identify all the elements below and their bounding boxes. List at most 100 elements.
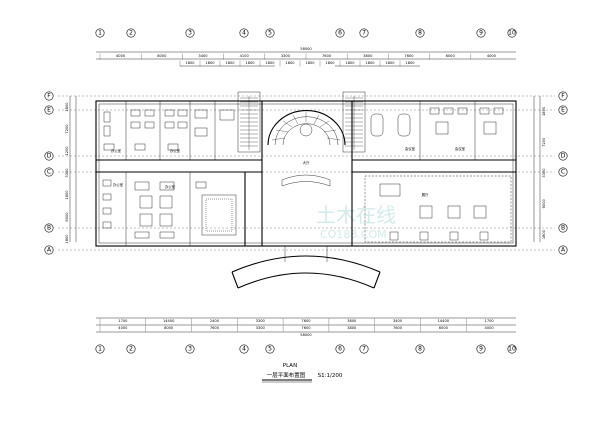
axis-right-label: A xyxy=(561,247,566,254)
axis-right-label: C xyxy=(561,169,565,176)
axis-bottom-4: 4 xyxy=(239,344,249,354)
axis-right-C: C xyxy=(558,167,568,177)
dim-right-3: 6000 xyxy=(542,199,546,209)
dim-left-3: 3300 xyxy=(65,168,69,178)
axis-right-label: F xyxy=(561,93,565,100)
axis-bottom-label: 9 xyxy=(479,346,483,353)
dim-top1-0: 4000 xyxy=(116,54,126,58)
axis-bottom-label: 6 xyxy=(338,346,342,353)
axis-top-9: 9 xyxy=(476,28,486,38)
dim-bot1-4: 7600 xyxy=(301,319,311,323)
dim-bot1-0: 1700 xyxy=(118,319,128,323)
watermark-sub: CO188.COM xyxy=(320,228,387,241)
dim-bot2-0: 4000 xyxy=(118,326,128,330)
axis-top-label: 7 xyxy=(362,30,366,37)
room-label-office-1: 办公室 xyxy=(111,148,122,153)
dim-top2-3: 1800 xyxy=(245,61,255,65)
dim-bot2-7: 6000 xyxy=(439,326,449,330)
dim-top1-1: 8000 xyxy=(157,54,167,58)
room-label-office-4: 办公室 xyxy=(165,184,176,189)
axis-top-3: 3 xyxy=(185,28,195,38)
axis-bottom-6: 6 xyxy=(335,344,345,354)
axis-top-7: 7 xyxy=(359,28,369,38)
dim-top1-2: 3400 xyxy=(198,54,208,58)
dim-right-1: 7200 xyxy=(542,137,546,147)
dim-right-4: 1800 xyxy=(542,229,546,239)
axis-bottom-label: 5 xyxy=(268,346,272,353)
dim-bot2-4: 7600 xyxy=(301,326,311,330)
watermark-main: 土木在线 xyxy=(316,203,396,227)
dim-top2-11: 1800 xyxy=(405,61,415,65)
axis-left-label: B xyxy=(47,225,51,232)
axis-bottom-2: 2 xyxy=(126,344,136,354)
title-plan: PLAN xyxy=(283,363,297,369)
dim-bot1-7: 14400 xyxy=(438,319,450,323)
dim-top1-3: 4100 xyxy=(240,54,250,58)
room-label-office-3: 办公室 xyxy=(113,182,124,187)
axis-bottom-7: 7 xyxy=(359,344,369,354)
axis-top-label: 2 xyxy=(129,30,133,37)
axis-bubbles-right: FE D C B A xyxy=(558,91,568,255)
dim-top1-4: 3300 xyxy=(281,54,291,58)
axis-left-label: C xyxy=(47,169,51,176)
room-label-meeting-2: 会议室 xyxy=(455,146,466,151)
bottom-dimensions: 58000 xyxy=(96,317,516,337)
room-label-meeting-1: 会议室 xyxy=(405,146,416,151)
axis-bottom-label: 4 xyxy=(242,346,246,353)
drawing-title: PLAN 一层平面布置图 S1:1/200 xyxy=(262,363,343,383)
axis-right-label: E xyxy=(561,107,565,114)
axis-right-label: B xyxy=(561,225,565,232)
dim-right-0: 1800 xyxy=(542,106,546,116)
dim-top1-6: 3800 xyxy=(363,54,373,58)
axis-top-5: 5 xyxy=(265,28,275,38)
dim-bot1-8: 1700 xyxy=(485,319,495,323)
dim-bot1-3: 3300 xyxy=(256,319,266,323)
axis-right-A: A xyxy=(558,245,568,255)
axis-left-A: A xyxy=(44,245,54,255)
title-scale: S1:1/200 xyxy=(318,373,343,379)
axis-bottom-label: 7 xyxy=(362,346,366,353)
dim-top2-10: 1800 xyxy=(385,61,395,65)
room-label-office-2: 办公室 xyxy=(170,148,181,153)
axis-left-C: C xyxy=(44,167,54,177)
axis-top-label: 6 xyxy=(338,30,342,37)
room-label-exhibit: 展厅 xyxy=(422,192,429,197)
dim-top1-5: 7600 xyxy=(322,54,332,58)
axis-left-D: D xyxy=(44,151,54,161)
dim-top2-0: 1800 xyxy=(185,61,195,65)
dim-left-6: 1800 xyxy=(65,234,69,244)
axis-left-label: D xyxy=(47,153,52,160)
axis-bottom-10: 10 xyxy=(507,344,517,354)
axis-right-D: D xyxy=(558,151,568,161)
axis-top-label: 1 xyxy=(98,30,102,37)
axis-bottom-label: 3 xyxy=(188,346,192,353)
axis-left-label: F xyxy=(47,93,51,100)
dim-left-1: 7200 xyxy=(65,124,69,134)
axis-bottom-3: 3 xyxy=(185,344,195,354)
dim-top-overall: 58000 xyxy=(300,47,312,51)
meeting-furniture-right-top xyxy=(370,107,504,137)
dim-bot2-1: 8000 xyxy=(164,326,174,330)
dim-left-5: 6000 xyxy=(65,212,69,222)
dim-left-2: 1200 xyxy=(65,146,69,156)
dim-top2-5: 1800 xyxy=(285,61,295,65)
axis-top-label: 9 xyxy=(479,30,483,37)
reception-desk: 大厅 xyxy=(281,160,331,187)
axis-bottom-label: 8 xyxy=(418,346,422,353)
axis-left-label: E xyxy=(47,107,51,114)
room-label-hall: 大厅 xyxy=(303,160,310,165)
dim-bot1-1: 14400 xyxy=(163,319,175,323)
axis-top-label: 4 xyxy=(242,30,246,37)
axis-top-label: 5 xyxy=(268,30,272,37)
axis-right-B: B xyxy=(558,223,568,233)
axis-bottom-label: 2 xyxy=(129,346,133,353)
building-walls xyxy=(95,91,517,247)
dim-bot1-5: 3800 xyxy=(347,319,357,323)
